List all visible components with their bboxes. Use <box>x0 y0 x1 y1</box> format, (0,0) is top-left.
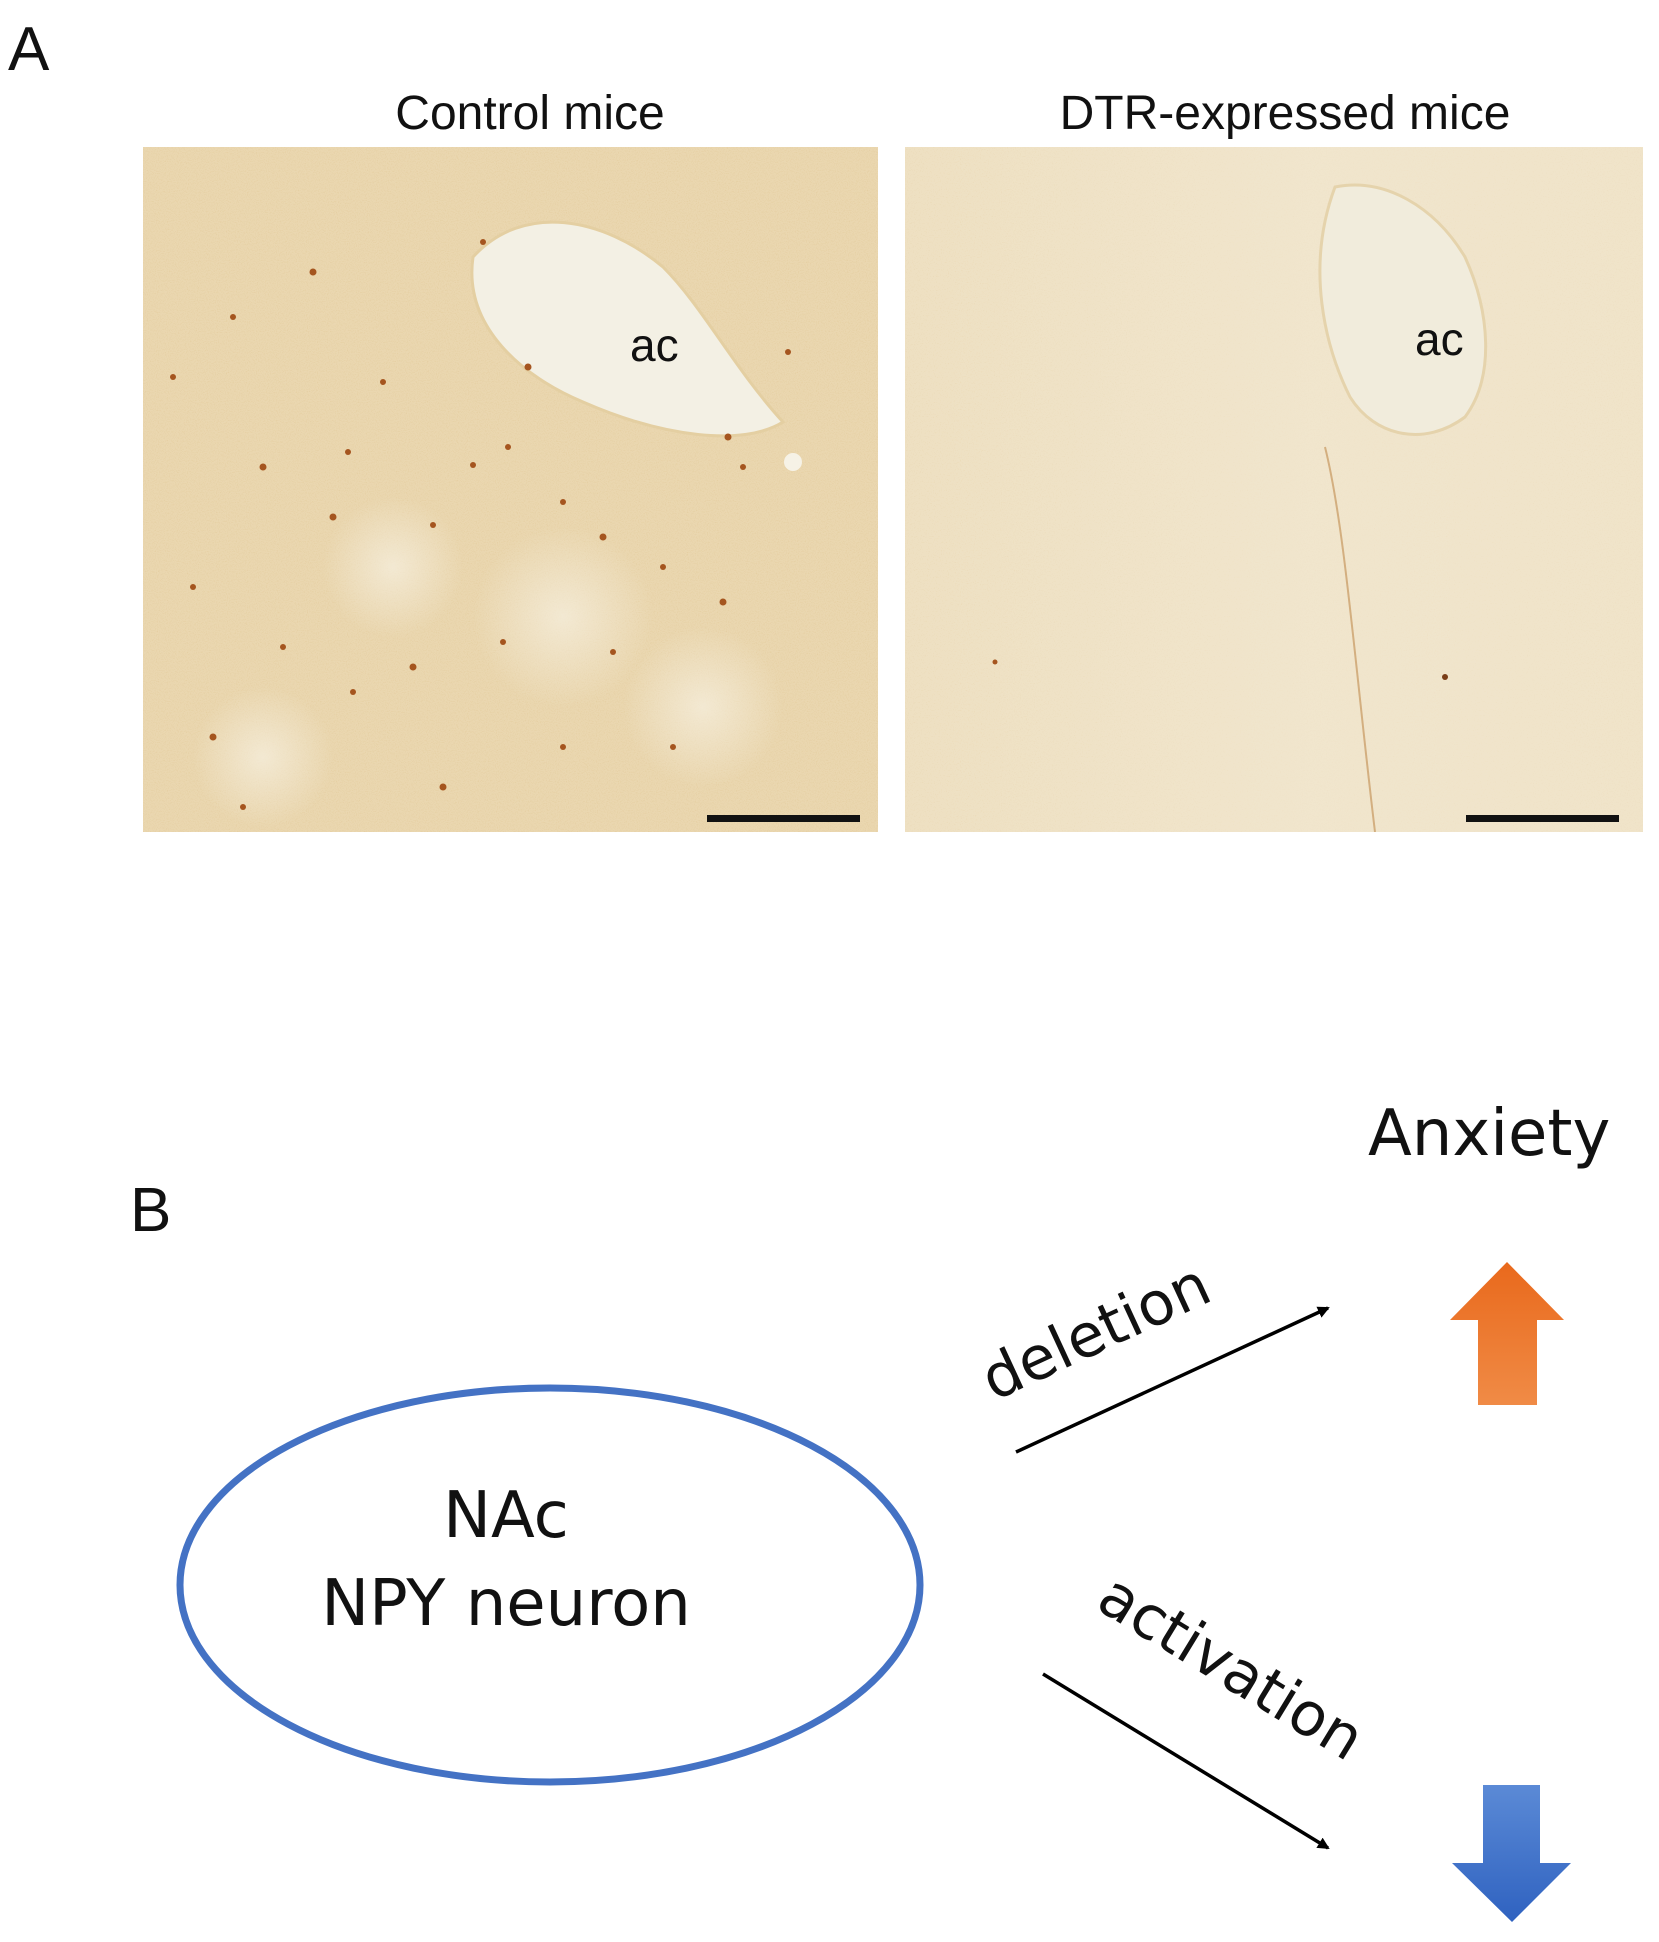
anxiety-increase-arrow <box>1450 1262 1564 1405</box>
node-label-line1: NAc <box>443 1479 569 1553</box>
control-micrograph <box>143 147 878 832</box>
npy-neuron-ellipse <box>176 1384 924 1786</box>
dtr-micrograph <box>905 147 1643 832</box>
control-mice-title: Control mice <box>395 87 665 140</box>
dtr-ac-label: ac <box>1415 313 1464 365</box>
dtr-mice-title: DTR-expressed mice <box>1059 87 1511 140</box>
deletion-arrow <box>1015 1306 1330 1454</box>
node-label-line2: NPY neuron <box>321 1567 691 1641</box>
npy-neuron-dots <box>170 239 791 810</box>
panel-b-letter: B <box>130 1176 172 1245</box>
panel-a-letter: A <box>8 15 50 84</box>
control-ac-label: ac <box>630 319 679 371</box>
anxiety-decrease-arrow <box>1452 1785 1571 1922</box>
control-scale-bar <box>707 815 860 822</box>
activation-arrow <box>1042 1672 1330 1850</box>
dtr-scale-bar <box>1466 815 1619 822</box>
anxiety-label: Anxiety <box>1368 1097 1611 1171</box>
